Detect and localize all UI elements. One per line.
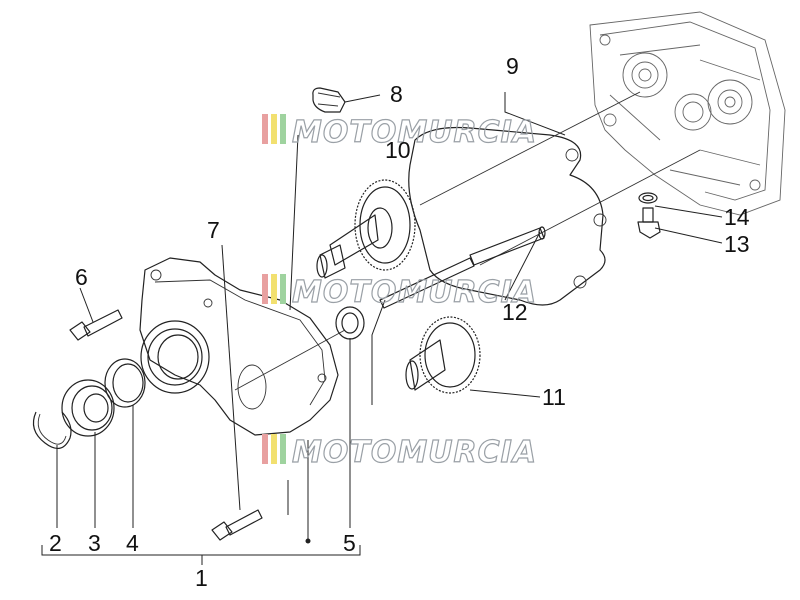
watermark-text: MOTOMURCIA <box>292 275 537 310</box>
bearing-3 <box>61 379 115 437</box>
label-part-5: 5 <box>343 530 356 556</box>
watermark-stripe <box>271 434 277 464</box>
watermark-stripe <box>271 274 277 304</box>
bolt-7 <box>211 509 263 541</box>
drain-bolt-13 <box>637 207 661 239</box>
label-part-9: 9 <box>506 53 519 79</box>
ring-4 <box>104 358 146 408</box>
label-part-11: 11 <box>542 384 566 410</box>
label-part-8: 8 <box>390 81 403 107</box>
watermark-stripe <box>271 114 277 144</box>
label-part-2: 2 <box>49 530 62 556</box>
watermark-1: MOTOMURCIA <box>262 114 537 151</box>
label-part-4: 4 <box>126 530 139 556</box>
watermark-stripe <box>262 274 268 304</box>
label-part-3: 3 <box>88 530 101 556</box>
watermark-stripe <box>280 434 286 464</box>
leader-lines <box>41 92 723 565</box>
watermark-stripe <box>280 114 286 144</box>
gasket <box>408 126 607 306</box>
bolt-6 <box>69 309 123 341</box>
watermark-2: MOTOMURCIA <box>262 274 537 311</box>
label-part-14: 14 <box>724 204 750 230</box>
label-part-7: 7 <box>207 217 220 243</box>
label-part-1: 1 <box>195 565 208 591</box>
label-part-12: 12 <box>502 299 528 325</box>
gear-shaft-10 <box>316 179 416 279</box>
seal-5 <box>335 306 365 340</box>
washer-14 <box>638 192 658 204</box>
watermark-3: MOTOMURCIA <box>262 434 537 471</box>
gearbox-housing <box>589 11 786 216</box>
label-part-10: 10 <box>385 137 411 163</box>
gear-11 <box>405 316 481 394</box>
watermark-text: MOTOMURCIA <box>292 435 537 470</box>
part-labels: 8 9 10 7 6 12 11 14 13 2 3 4 5 1 <box>49 53 750 591</box>
circlip-2 <box>32 411 72 449</box>
watermark-stripe <box>262 114 268 144</box>
watermark-stripe <box>280 274 286 304</box>
label-part-13: 13 <box>724 231 750 257</box>
transmission-cover <box>139 257 339 436</box>
fitting-8 <box>312 87 346 113</box>
watermark-text: MOTOMURCIA <box>292 115 537 150</box>
watermark-stripe <box>262 434 268 464</box>
label-part-6: 6 <box>75 264 88 290</box>
